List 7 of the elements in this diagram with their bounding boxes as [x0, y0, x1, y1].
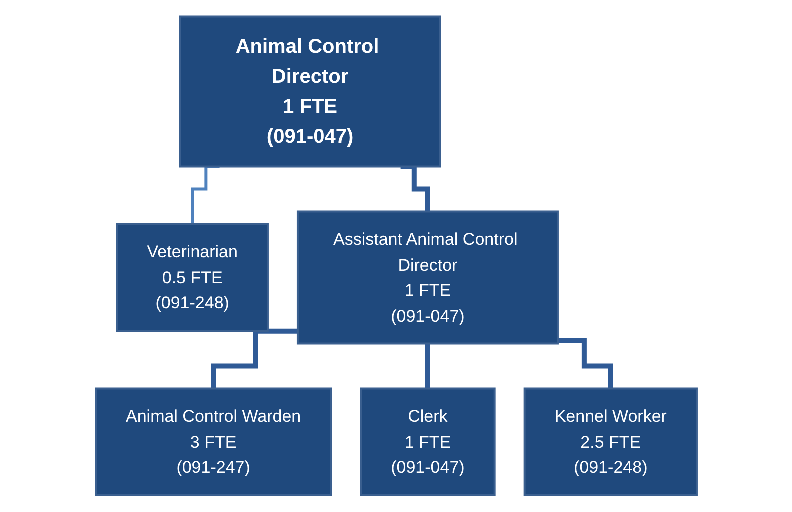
node-box: Veterinarian 0.5 FTE (091-248) [116, 224, 268, 332]
node-box: Animal Control Director 1 FTE (091-047) [178, 16, 441, 168]
connector [190, 165, 220, 226]
node-box: Kennel Worker 2.5 FTE (091-248) [523, 388, 698, 496]
node-box: Clerk 1 FTE (091-047) [360, 388, 496, 496]
node-box: Animal Control Warden 3 FTE (091-247) [94, 388, 332, 496]
node-box: Assistant Animal Control Director 1 FTE (091-047) [296, 210, 558, 345]
